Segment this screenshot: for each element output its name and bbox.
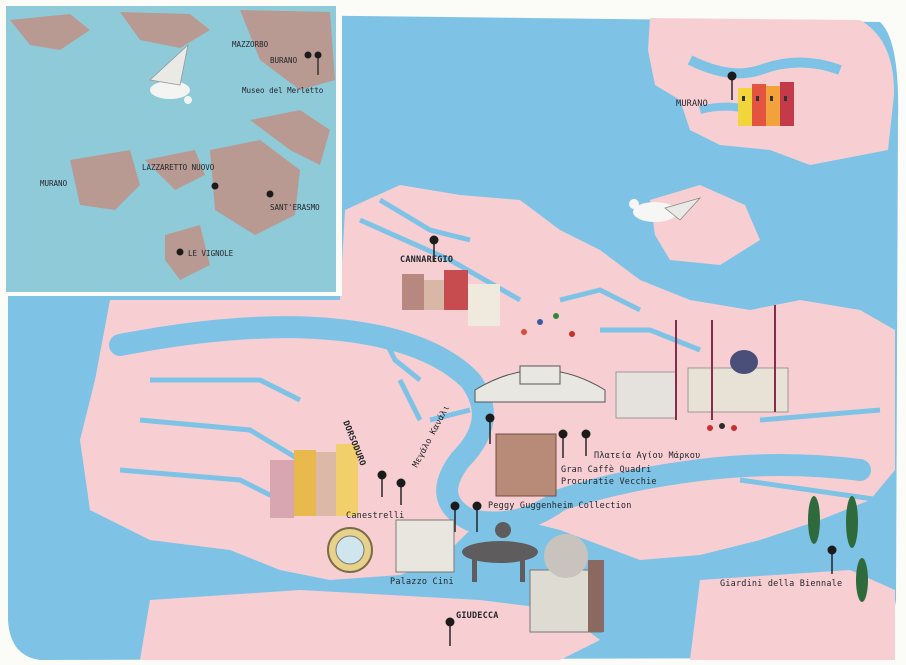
pin-giudecca [445, 617, 455, 646]
inset-label-murano: MURANO [40, 179, 68, 188]
label-procuratie: Procuratie Vecchie [561, 477, 657, 487]
inset-pins [176, 51, 322, 256]
pin-giardini [827, 545, 837, 574]
san-marco-illustration [615, 305, 789, 420]
inset-label-merletto: Museo del Merletto [242, 86, 324, 95]
inset-islands [10, 10, 335, 280]
lido-land [690, 570, 895, 660]
salute-church-illustration [529, 534, 604, 633]
horse-statue-illustration [462, 522, 538, 582]
inset-label-sant-erasmo: SANT'ERASMO [270, 203, 320, 212]
inset-label-mazzorbo: MAZZORBO [232, 40, 269, 49]
palazzo-building-illustration [495, 433, 557, 497]
rialto-bridge-illustration [474, 365, 606, 403]
pin-dorsoduro-2 [396, 478, 406, 505]
inset-label-burano: BURANO [270, 56, 298, 65]
label-quadri: Gran Caffè Quadri [561, 464, 651, 475]
pin-quadri [558, 429, 568, 458]
pin-dorsoduro-1 [377, 470, 387, 497]
canals [119, 197, 881, 503]
murano-canal [687, 55, 842, 79]
label-palazzo-cini: Palazzo Cini [390, 577, 454, 587]
seagull-icon [629, 197, 702, 222]
grand-canal [109, 316, 871, 534]
pin-peggy-1 [450, 501, 460, 532]
pin-cannaregio [429, 235, 439, 262]
inset-label-lazzaretto: LAZZARETTO NUOVO [142, 163, 215, 172]
giardini-trees-illustration [808, 496, 868, 602]
label-peggy: Peggy Guggenheim Collection [488, 501, 632, 511]
pin-rialto [485, 413, 495, 444]
label-piazza: Πλατεία Αγίου Μάρκου [594, 451, 700, 461]
cannaregio-buildings [402, 270, 500, 326]
palazzo-cini-illustration [395, 519, 455, 573]
dorsoduro-houses [270, 444, 358, 518]
main-pins [377, 71, 837, 646]
pin-murano [727, 71, 737, 100]
inset-seagull-icon [149, 43, 192, 104]
people-figures [521, 313, 737, 431]
label-murano: MURANO [676, 99, 708, 109]
label-giudecca: GIUDECCA [456, 611, 499, 621]
label-cannaregio: CANNAREGIO [400, 255, 453, 265]
pin-peggy-2 [472, 501, 482, 532]
pin-procuratie [581, 429, 591, 456]
label-giardini: Giardini della Biennale [720, 579, 842, 589]
inset-label-le-vignole: LE VIGNOLE [188, 249, 234, 258]
murano-houses-illustration [738, 82, 794, 126]
canestrelli-ornament-illustration [327, 527, 373, 573]
giudecca-island [140, 590, 600, 660]
label-canestrelli: Canestrelli [346, 511, 405, 521]
